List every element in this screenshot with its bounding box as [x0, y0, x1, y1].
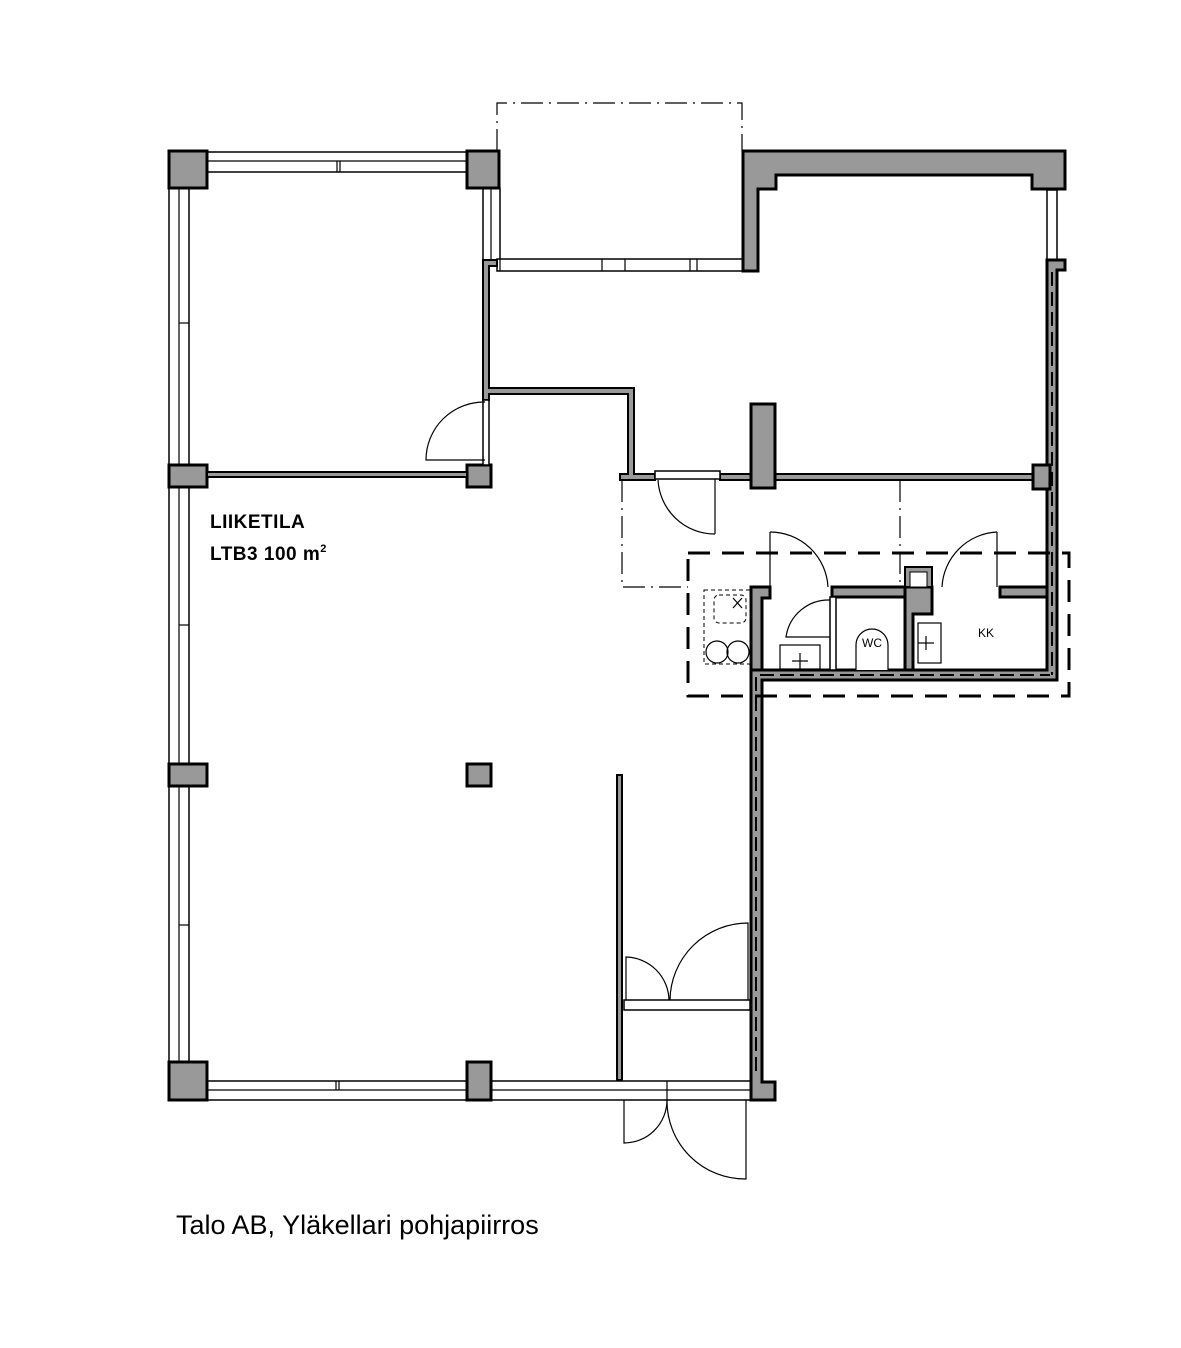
right-glazing — [1046, 189, 1058, 261]
room-label: LIIKETILA LTB3 100 m2 — [210, 510, 327, 568]
middle-left-wall — [482, 259, 656, 481]
top-left-right-glazing — [482, 187, 501, 261]
door-frame-top — [654, 470, 721, 480]
room-name: LIIKETILA — [210, 512, 306, 533]
doors — [425, 401, 998, 1180]
middle-glazing — [496, 258, 745, 272]
area-exponent: 2 — [320, 543, 327, 555]
dashed-boundary — [686, 551, 1071, 698]
bathroom-block — [749, 566, 1049, 672]
area-unit: m — [302, 544, 321, 565]
room-code: LTB3 — [210, 544, 259, 565]
pillar-middle — [749, 402, 777, 490]
left-glazing — [168, 187, 190, 1063]
door-frame — [482, 399, 490, 466]
pillar-right — [1031, 463, 1052, 491]
corridor-partition — [616, 774, 623, 1081]
plan-caption: Talo AB, Yläkellari pohjapiirros — [176, 1210, 539, 1240]
area-value: 100 — [263, 544, 298, 565]
kk-label: KK — [978, 626, 995, 640]
top-right-wall — [741, 149, 1067, 273]
top-left-glazing — [206, 151, 470, 173]
room-area: LTB3 100 m2 — [210, 536, 327, 568]
sinks — [779, 622, 942, 670]
corridor-outline — [621, 480, 688, 588]
wc-bowl — [855, 628, 889, 670]
pillars — [167, 149, 501, 1102]
right-exterior-wall — [749, 258, 1067, 1102]
kitchenette — [703, 589, 751, 665]
wc-label: WC — [862, 636, 882, 650]
canopy-outline — [496, 102, 743, 151]
interior-wall — [206, 471, 468, 478]
